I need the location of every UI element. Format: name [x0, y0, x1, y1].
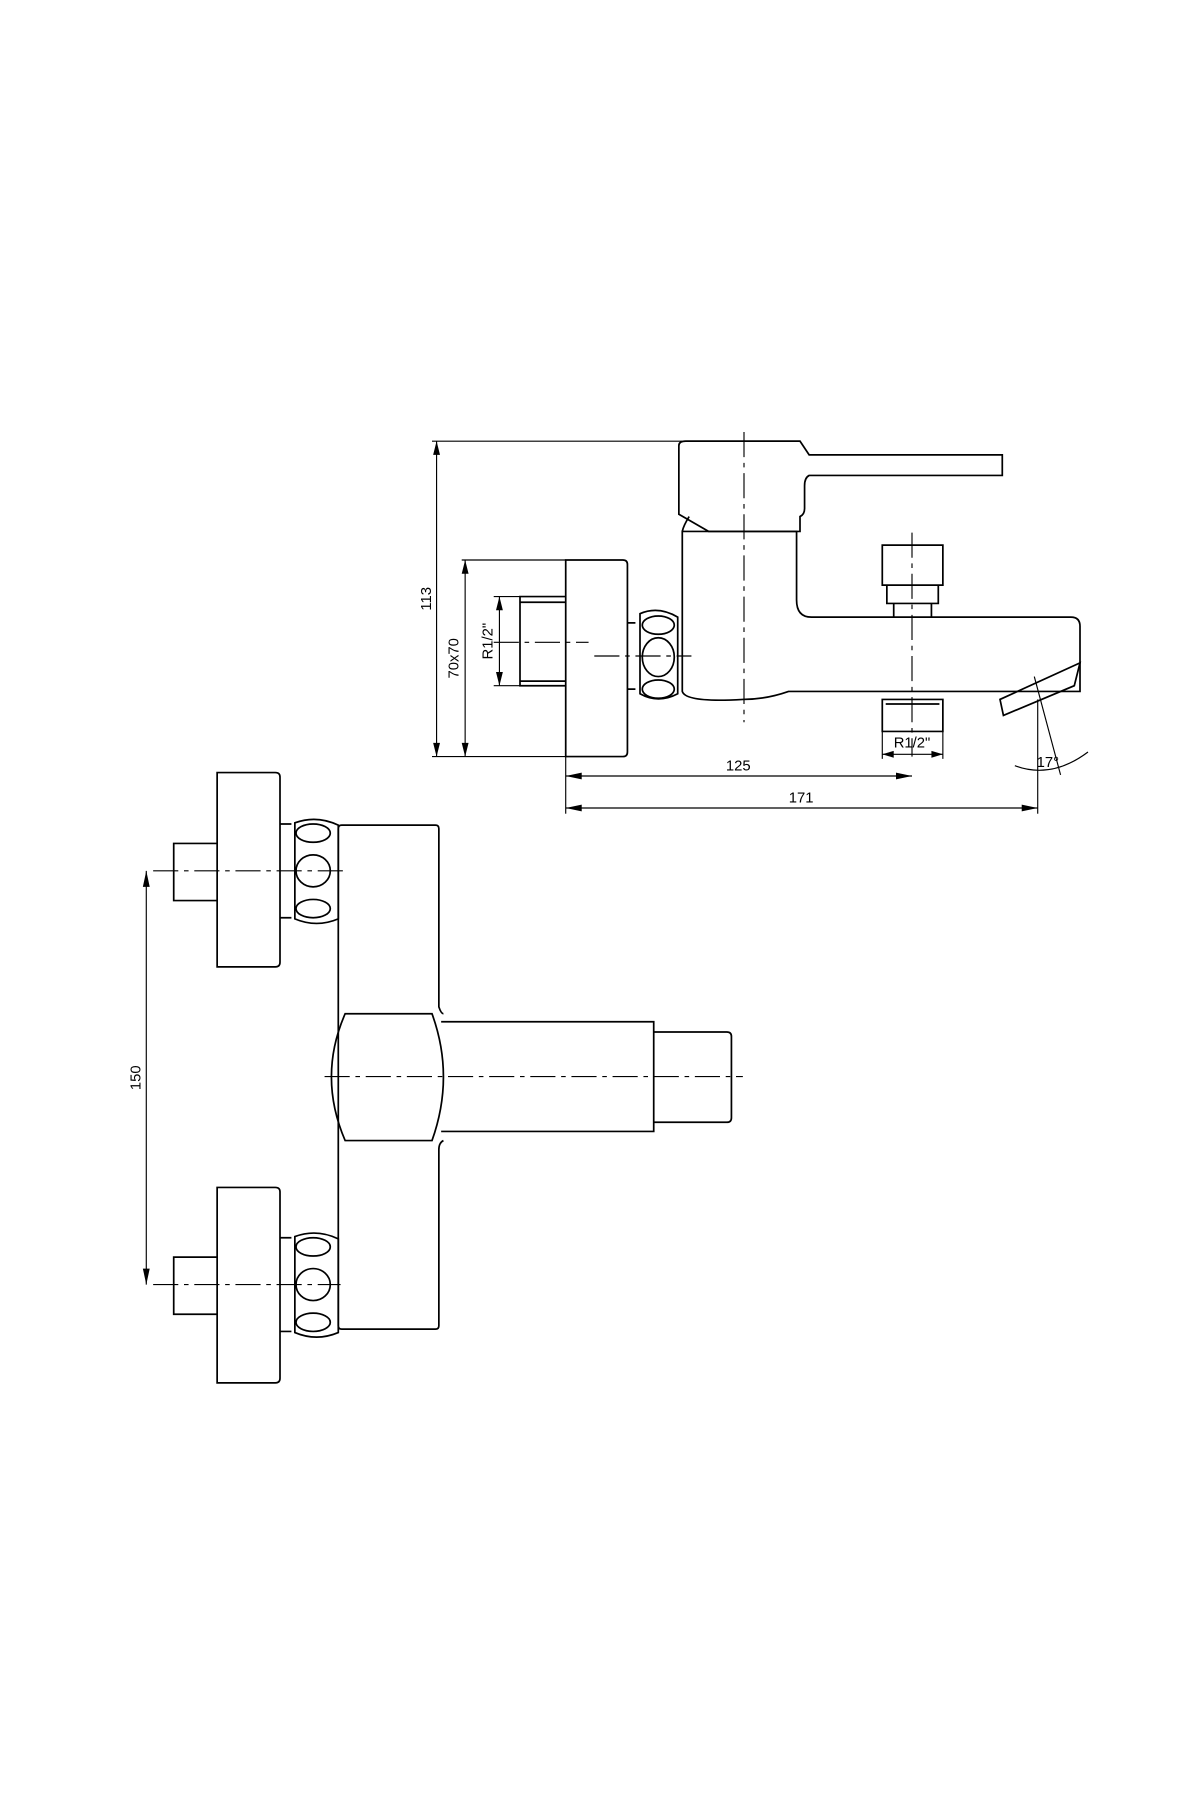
- dim-inlet-spacing: 150: [129, 1065, 145, 1090]
- mixer-body-side: [681, 530, 1081, 702]
- wall-plate-side: [564, 559, 629, 758]
- dim-inlet-thread: R1/2": [481, 623, 497, 660]
- dim-to-outlet: 125: [726, 758, 751, 774]
- spout-tip: [999, 661, 1082, 717]
- dim-plate-size: 70x70: [446, 638, 462, 678]
- nut-bottom: [280, 1232, 340, 1338]
- dim-to-spout: 171: [789, 790, 814, 806]
- front-view: 150: [129, 771, 743, 1384]
- handle-cap: [653, 1031, 733, 1124]
- dim-height-total: 113: [419, 587, 435, 611]
- mixer-body-front: [337, 824, 444, 1330]
- diverter-knob: [881, 544, 944, 618]
- inlet-pipe-side: [519, 595, 566, 687]
- wall-plate-top: [216, 771, 281, 968]
- inlet-pipe-bottom: [172, 1256, 218, 1316]
- nut-top: [280, 818, 340, 925]
- cartridge-housing: [330, 1012, 445, 1142]
- dim-spout-angle: 17°: [1037, 755, 1060, 771]
- wall-plate-bottom: [216, 1186, 281, 1384]
- inlet-pipe-top: [172, 842, 218, 902]
- nut-side: [627, 609, 679, 700]
- dim-outlet-thread: R1/2": [894, 735, 931, 751]
- lever-handle: [678, 440, 1004, 533]
- side-view: 113 70x70 R1/2" R1/2" 125 171 17°: [419, 432, 1089, 814]
